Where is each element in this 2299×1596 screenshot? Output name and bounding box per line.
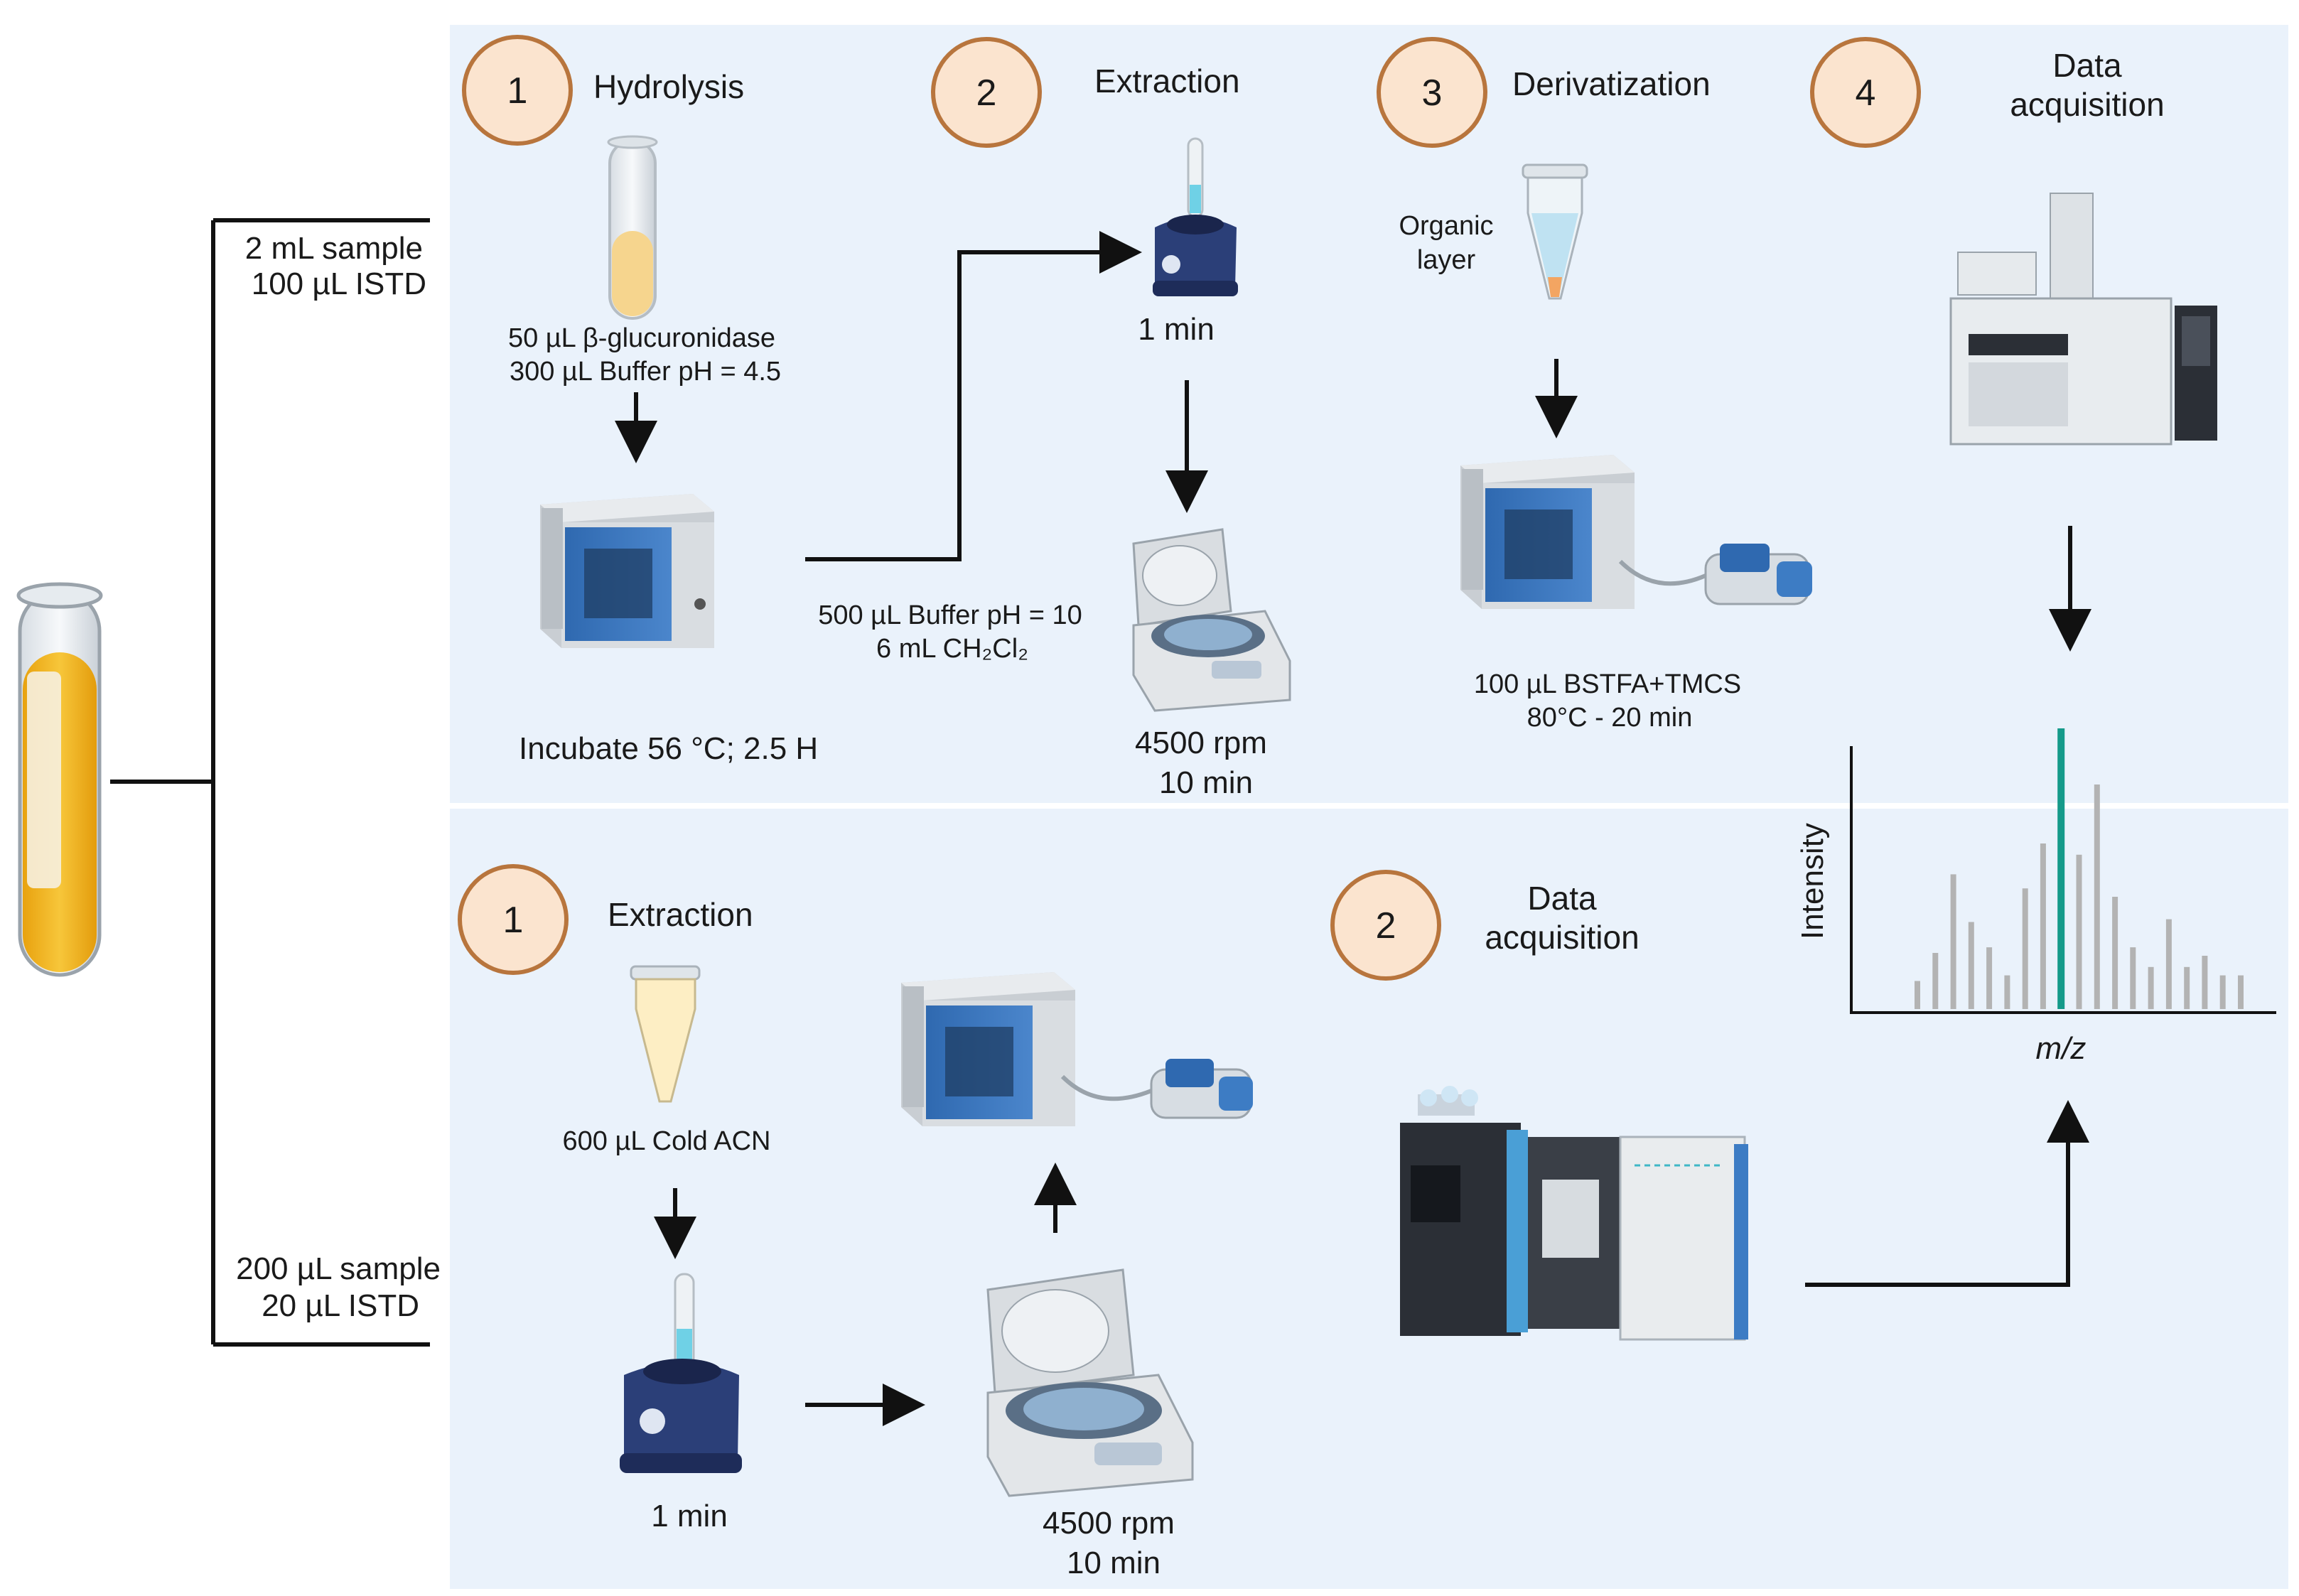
hydrolysis-enzyme-label: 50 µL β-glucuronidase: [508, 323, 775, 353]
extraction-buffer-label: 500 µL Buffer pH = 10: [818, 600, 1082, 630]
extraction-solvent-label: 6 mL CH₂Cl₂: [876, 634, 1028, 664]
test-tube-icon: [607, 135, 658, 320]
spectrum-peak-highlight: [2057, 728, 2065, 1009]
step-title-lc-data-acquisition-2: acquisition: [1485, 919, 1639, 956]
lc-centrifuge-speed: 4500 rpm: [1043, 1506, 1175, 1541]
vortex-mixer-icon: [1153, 137, 1238, 296]
step-title-extraction: Extraction: [1094, 63, 1240, 99]
lc-sample-volume: 200 µL sample: [236, 1251, 441, 1286]
step-title-lc-extraction: Extraction: [608, 896, 753, 933]
lc-vortex-mixer-icon: [620, 1273, 742, 1473]
lc-extraction-reagent-label: 600 µL Cold ACN: [563, 1126, 771, 1156]
organic-layer-label-2: layer: [1417, 245, 1476, 275]
spectrum-peak: [2022, 888, 2028, 1009]
lc-vacuum-oven-icon: [901, 972, 1253, 1126]
incubation-label: Incubate 56 °C; 2.5 H: [519, 731, 818, 766]
svg-text:2: 2: [976, 72, 997, 114]
branch-bracket: [110, 218, 430, 1347]
organic-layer-label-1: Organic: [1399, 211, 1493, 241]
lc-microtube-icon: [630, 965, 701, 1103]
lc-istd-volume: 20 µL ISTD: [262, 1288, 419, 1323]
gc-vortex-time: 1 min: [1138, 312, 1215, 347]
spectrum-peak: [2238, 975, 2244, 1009]
step-badge-gc-4: 4: [1810, 37, 1921, 148]
spectrum-peak: [2202, 956, 2208, 1009]
step-title-lc-data-acquisition-1: Data: [1527, 880, 1597, 917]
centrifuge-icon: [1132, 528, 1291, 712]
spectrum-peak: [1968, 922, 1974, 1009]
gc-sample-volume: 2 mL sample: [245, 231, 423, 266]
arrow-hydrolysis-to-extraction: [805, 231, 1142, 561]
gc-centrifuge-speed: 4500 rpm: [1135, 726, 1267, 760]
step-badge-lc-1: 1: [458, 864, 569, 975]
spectrum-peak: [2148, 966, 2154, 1010]
svg-text:2: 2: [1376, 905, 1396, 947]
lc-centrifuge-time: 10 min: [1067, 1546, 1161, 1580]
lc-vortex-time: 1 min: [651, 1499, 728, 1533]
spectrum-peak: [1950, 874, 1956, 1009]
derivatization-condition-label: 80°C - 20 min: [1527, 703, 1693, 733]
spectrum-peak: [2004, 975, 2010, 1009]
urine-sample-tube-icon: [16, 582, 103, 977]
spectrum-peak: [2184, 966, 2190, 1010]
incubator-oven-icon: [540, 494, 714, 648]
spectrum-peak: [2094, 784, 2100, 1009]
spectrum-peak: [1915, 981, 1920, 1009]
mass-spectrum-chart: Intensity m/z: [1795, 728, 2276, 1066]
spectrum-peak: [2130, 947, 2136, 1009]
gc-ms-instrument-icon: [1949, 193, 2217, 446]
step-badge-gc-1: 1: [462, 35, 573, 146]
spectrum-x-label: m/z: [2036, 1031, 2087, 1066]
step-title-hydrolysis: Hydrolysis: [593, 68, 744, 105]
step-badge-gc-3: 3: [1377, 37, 1487, 148]
step-badge-lc-2: 2: [1330, 870, 1441, 981]
microtube-icon: [1522, 163, 1588, 300]
spectrum-peak: [2040, 843, 2046, 1009]
spectrum-peak: [1986, 947, 1993, 1009]
step-title-derivatization: Derivatization: [1512, 65, 1711, 102]
step-badge-gc-2: 2: [931, 37, 1042, 148]
arrow-lcms-to-spectrum: [1805, 1100, 2089, 1287]
spectrum-peak: [2076, 854, 2082, 1010]
hydrolysis-buffer-label: 300 µL Buffer pH = 4.5: [510, 357, 781, 387]
gc-centrifuge-time: 10 min: [1159, 765, 1253, 800]
svg-text:4: 4: [1856, 72, 1876, 114]
spectrum-peak: [2219, 975, 2226, 1009]
spectrum-peak: [2112, 897, 2118, 1009]
gc-istd-volume: 100 µL ISTD: [252, 266, 426, 301]
lc-centrifuge-icon: [986, 1268, 1194, 1497]
spectrum-peak: [2165, 919, 2172, 1009]
vacuum-oven-icon: [1460, 455, 1812, 609]
derivatization-reagent-label: 100 µL BSTFA+TMCS: [1474, 669, 1741, 699]
lc-ms-instrument-icon: [1400, 1086, 1748, 1341]
svg-text:3: 3: [1422, 72, 1443, 114]
svg-text:1: 1: [503, 900, 524, 941]
spectrum-peak: [1932, 953, 1939, 1009]
step-title-gc-data-acquisition-2: acquisition: [2010, 86, 2164, 123]
svg-text:1: 1: [507, 70, 528, 112]
step-title-gc-data-acquisition-1: Data: [2052, 47, 2122, 84]
spectrum-y-label: Intensity: [1795, 823, 1830, 939]
